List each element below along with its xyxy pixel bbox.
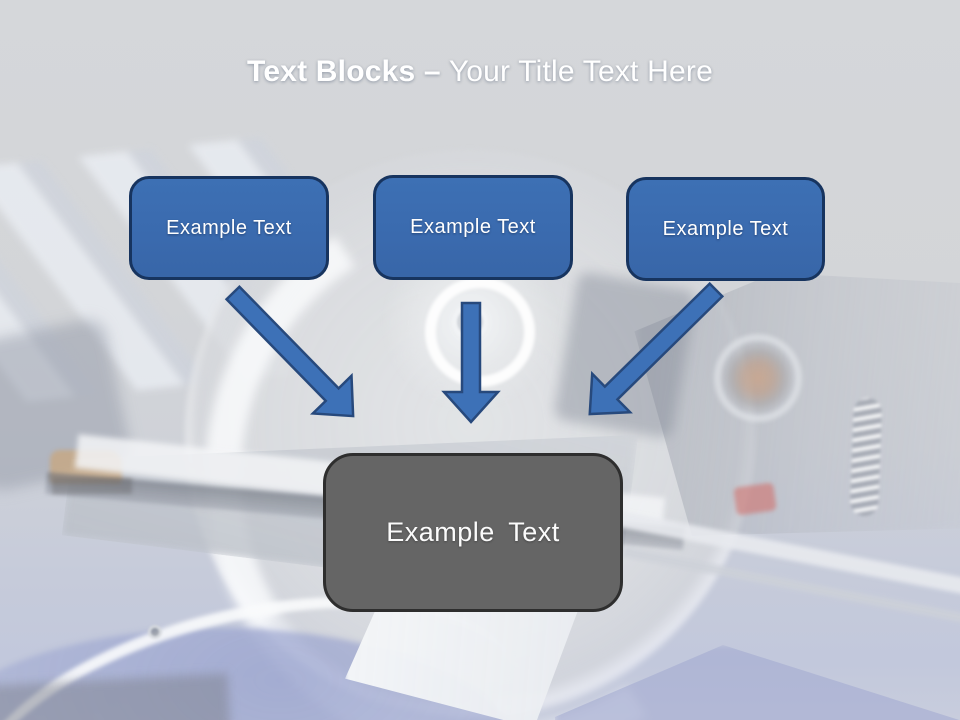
slide-title: Text Blocks – Your Title Text Here [0,55,960,89]
text-block-2: Example Text [373,175,573,280]
slide-title-regular: Your Title Text Here [448,55,713,88]
hub-core-shape [452,304,488,340]
text-block-3: Example Text [626,177,825,281]
text-block-1-label: Example Text [166,216,292,239]
screw-shape [148,625,162,639]
result-block: Example Text [323,453,623,612]
text-block-1: Example Text [129,176,329,280]
text-block-3-label: Example Text [662,217,789,240]
red-handle-shape [733,482,777,516]
motor-shape [552,270,698,440]
slide-title-bold: Text Blocks – [247,55,441,88]
spring-shape [849,397,883,517]
brass-knob-shape [722,342,794,414]
text-block-2-label: Example Text [410,216,536,238]
result-block-label: Example Text [386,517,560,547]
